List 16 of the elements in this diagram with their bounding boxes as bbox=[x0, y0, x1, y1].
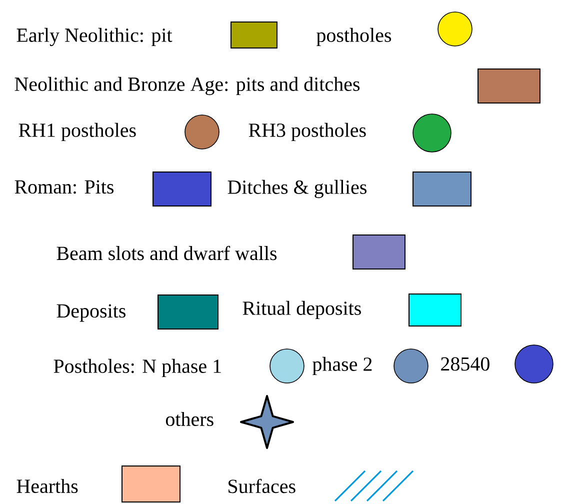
legend-label: Beam slots and dwarf walls bbox=[56, 246, 277, 260]
legend-label: postholes bbox=[316, 28, 392, 46]
legend-label: 28540 bbox=[441, 357, 490, 371]
legend-label: Surfaces bbox=[228, 478, 296, 494]
legend-label: Ditches & gullies bbox=[228, 180, 366, 198]
legend-label: RH3 postholes bbox=[248, 122, 366, 142]
legend-label: phase 2 bbox=[312, 356, 372, 376]
legend-label: Early Neolithic: pit bbox=[16, 28, 172, 46]
legend-label: Hearths bbox=[16, 478, 78, 494]
legend-label: Ritual deposits bbox=[242, 300, 361, 320]
legend-label: Postholes: N phase 1 bbox=[54, 358, 221, 378]
legend-label: others bbox=[166, 412, 214, 426]
legend-label: Roman: Pits bbox=[14, 180, 114, 194]
legend-label: Neolithic and Bronze Age: pits and ditches bbox=[14, 76, 360, 96]
legend-label: Deposits bbox=[56, 304, 126, 322]
legend-label: RH1 postholes bbox=[18, 122, 136, 142]
